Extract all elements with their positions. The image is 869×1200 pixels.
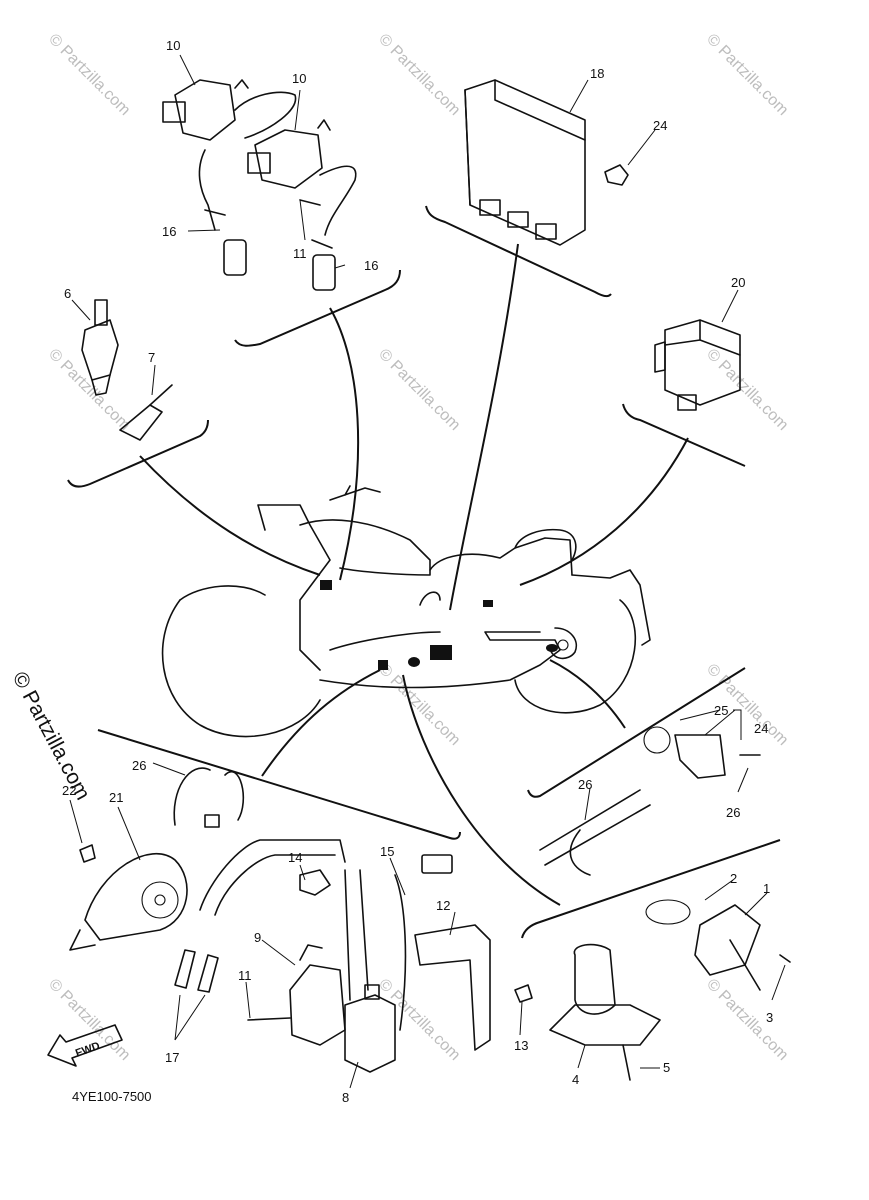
speed-sensor-parts <box>539 726 761 876</box>
motorcycle-outline <box>161 485 651 738</box>
fwd-label: FWD <box>74 1040 102 1060</box>
watermark: © Partzilla.com <box>375 661 463 749</box>
callout-number: 6 <box>64 286 71 301</box>
leader-lines <box>69 54 786 1089</box>
callout-number: 3 <box>766 1010 773 1025</box>
group-brackets <box>67 205 781 939</box>
callout-number: 13 <box>514 1038 528 1053</box>
callout-number: 10 <box>292 71 306 86</box>
callout-number: 22 <box>62 783 76 798</box>
ignition-coils-top <box>162 79 357 291</box>
watermark: © Partzilla.com <box>703 31 791 119</box>
watermark: © Partzilla.com <box>703 976 791 1064</box>
callout-number: 8 <box>342 1090 349 1105</box>
callout-number: 24 <box>754 721 768 736</box>
ecu-box <box>464 79 629 246</box>
watermark: © Partzilla.com <box>375 346 463 434</box>
callout-number: 14 <box>288 850 302 865</box>
callout-number: 5 <box>663 1060 670 1075</box>
callout-number: 26 <box>578 777 592 792</box>
callout-number: 17 <box>165 1050 179 1065</box>
callout-number: 2 <box>730 871 737 886</box>
callout-number: 24 <box>653 118 667 133</box>
watermark: © Partzilla.com <box>375 976 463 1064</box>
callout-number: 26 <box>132 758 146 773</box>
sensors-left <box>81 299 173 441</box>
watermark: © Partzilla.com <box>375 31 463 119</box>
callout-number: 10 <box>166 38 180 53</box>
callout-number: 11 <box>238 968 252 983</box>
relay-box <box>654 319 741 411</box>
callout-number: 16 <box>364 258 378 273</box>
callout-number: 12 <box>436 898 450 913</box>
callout-number: 11 <box>293 246 307 261</box>
watermark: © Partzilla.com <box>45 31 133 119</box>
callout-number: 16 <box>162 224 176 239</box>
callout-number: 26 <box>726 805 740 820</box>
callout-number: 25 <box>714 703 728 718</box>
callout-number: 15 <box>380 844 394 859</box>
callout-number: 9 <box>254 930 261 945</box>
watermark: © Partzilla.com <box>703 346 791 434</box>
wiring-and-coils-bottom <box>69 767 533 1073</box>
callout-number: 4 <box>572 1072 579 1087</box>
watermark: © Partzilla.com <box>45 346 133 434</box>
callout-numbers: 10 10 11 16 16 18 24 20 6 7 25 24 26 26 … <box>62 38 773 1105</box>
callout-number: 18 <box>590 66 604 81</box>
callout-number: 7 <box>148 350 155 365</box>
diagram-code: 4YE100-7500 <box>72 1089 152 1104</box>
callout-number: 20 <box>731 275 745 290</box>
callout-number: 1 <box>763 881 770 896</box>
callout-number: 21 <box>109 790 123 805</box>
servo-motor-parts <box>549 899 791 1081</box>
